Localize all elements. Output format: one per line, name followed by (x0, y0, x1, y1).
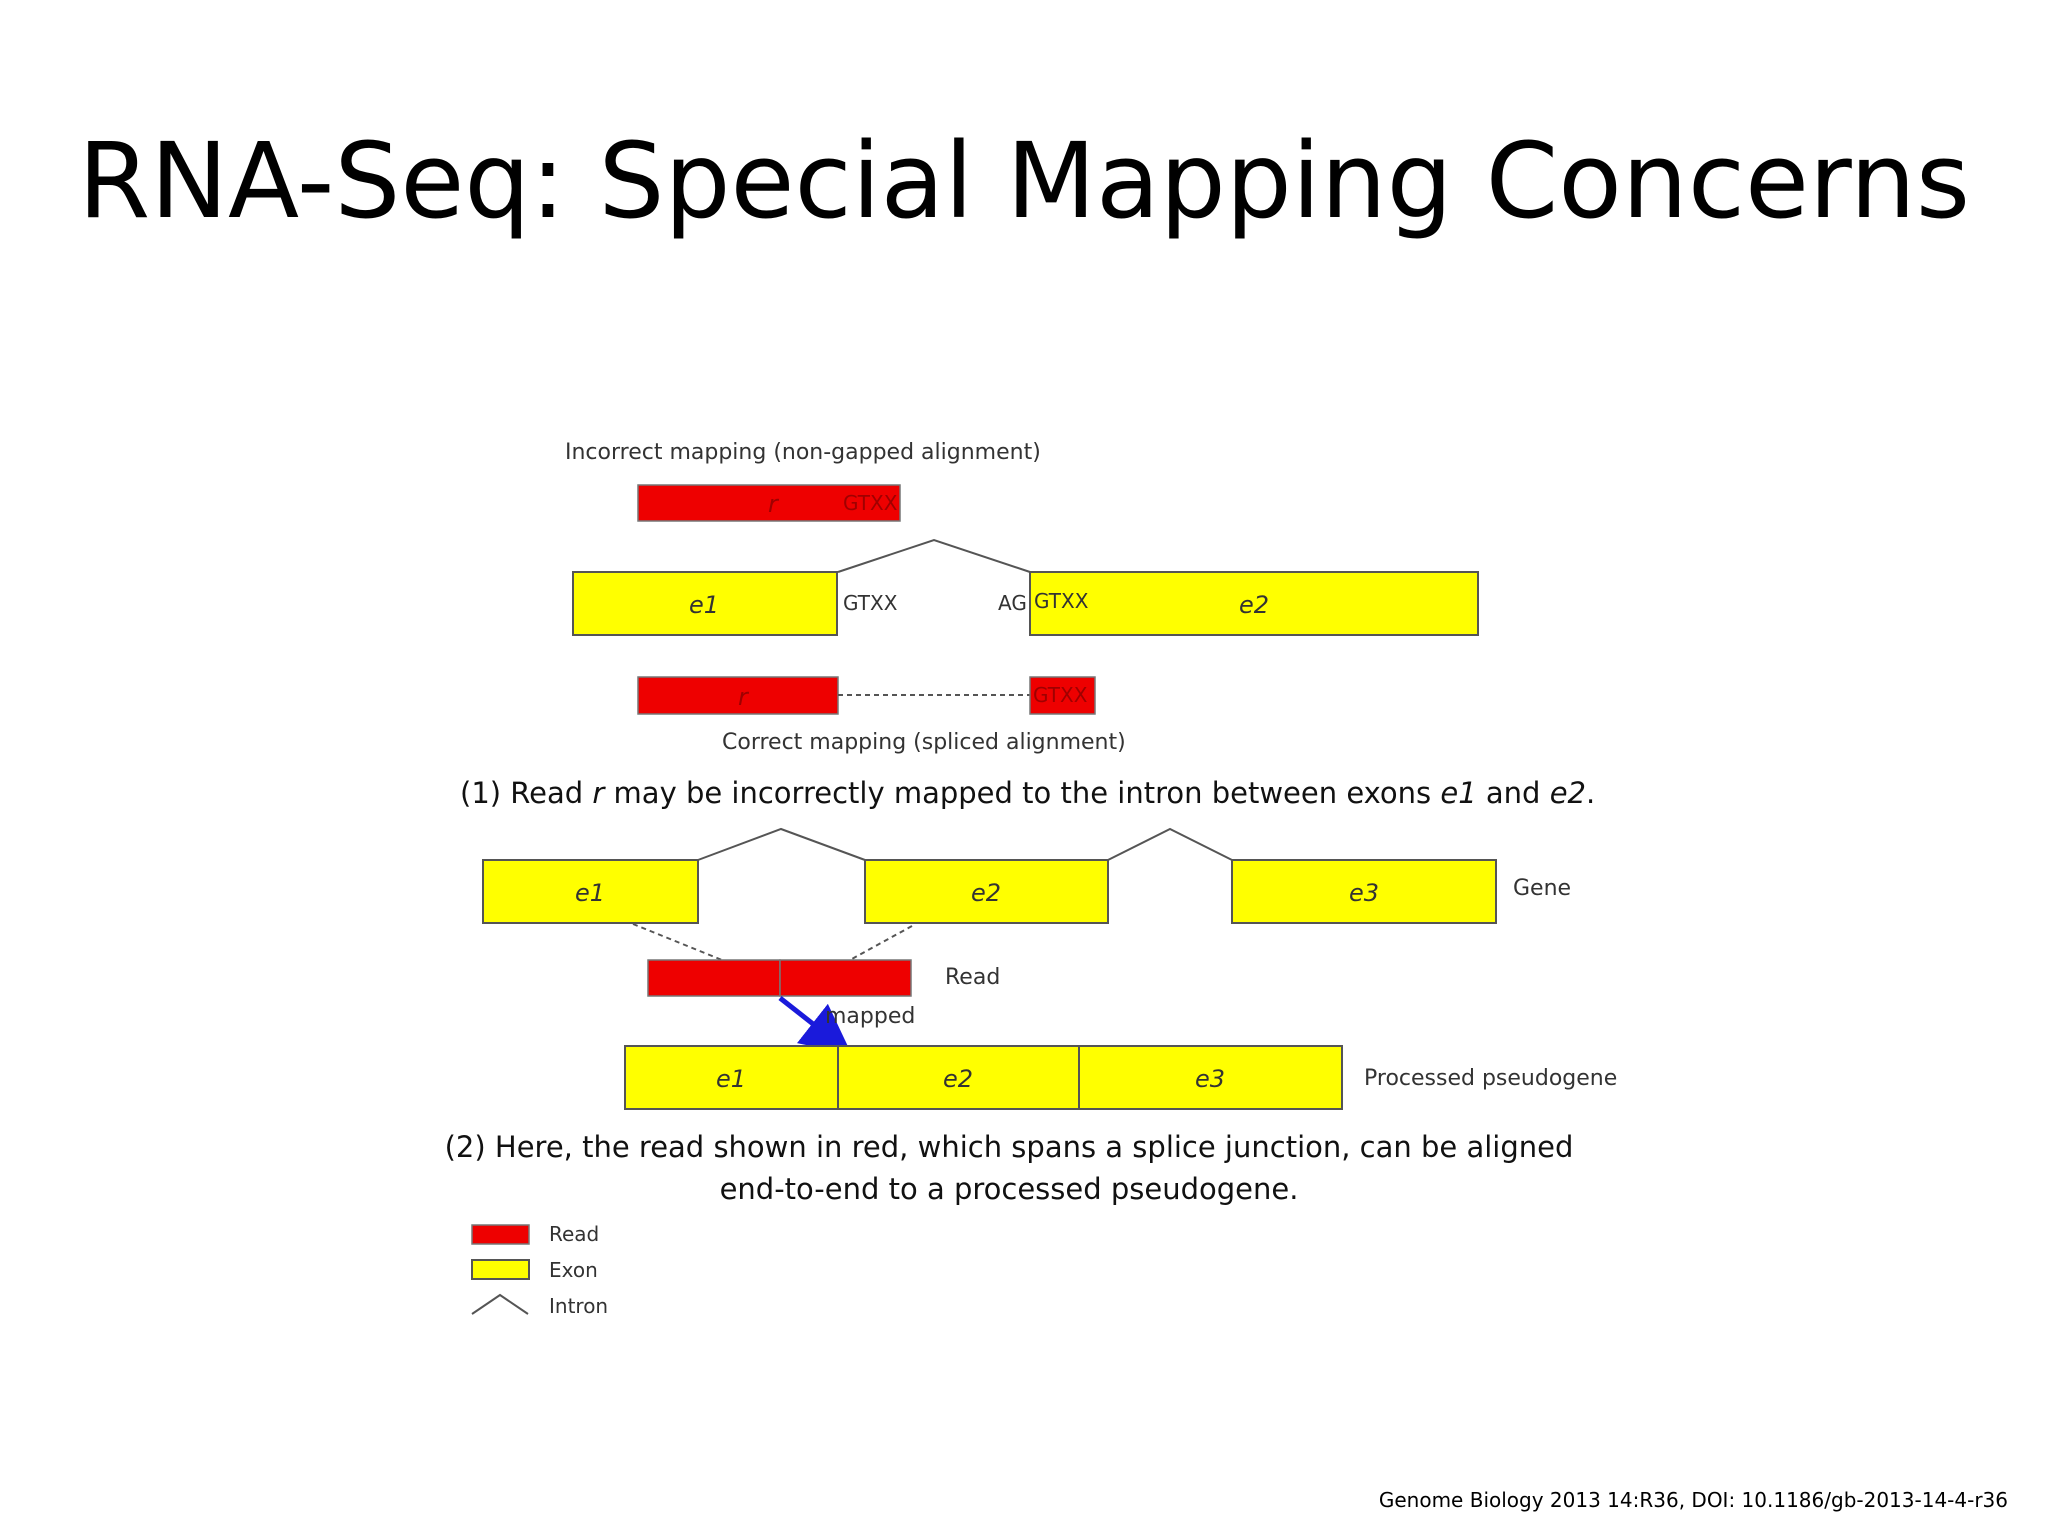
correct-read-part1 (637, 676, 839, 715)
legend-intron-icon (471, 1293, 529, 1315)
spliced-read-part1 (647, 959, 781, 997)
acceptor-ag-label: AG (998, 591, 1027, 615)
gene-label: Gene (1513, 876, 1571, 901)
read-link-right (849, 925, 913, 961)
exon-e1-label-fig1: e1 (689, 591, 719, 619)
donor-gtxx-label: GTXX (843, 591, 898, 615)
pseudogene-exon-e2-label: e2 (943, 1065, 973, 1093)
exon-e2-fig1 (1029, 571, 1479, 636)
caption-2-line1: (2) Here, the read shown in red, which s… (445, 1130, 1574, 1164)
exon-e2-label-fig1: e2 (1239, 591, 1269, 619)
read-label: Read (945, 965, 1000, 990)
caption-1: (1) Read r may be incorrectly mapped to … (460, 776, 1595, 810)
legend-read-swatch (471, 1224, 530, 1245)
intron-caret-2 (697, 827, 866, 861)
incorrect-mapping-label: Incorrect mapping (non-gapped alignment) (565, 440, 1041, 465)
incorrect-read-gtxx: GTXX (843, 491, 898, 515)
citation: Genome Biology 2013 14:R36, DOI: 10.1186… (1378, 1488, 2008, 1512)
legend-exon-swatch (471, 1259, 530, 1280)
correct-mapping-label: Correct mapping (spliced alignment) (722, 730, 1126, 755)
exon-e2-gtxx-label: GTXX (1034, 589, 1089, 613)
legend-intron-label: Intron (549, 1294, 608, 1318)
exon-e1-fig1 (572, 571, 838, 636)
gene-exon-e1-label: e1 (575, 879, 605, 907)
pseudogene-exon-e3-label: e3 (1195, 1065, 1225, 1093)
gene-exon-e3-label: e3 (1349, 879, 1379, 907)
mapped-label: mapped (825, 1004, 915, 1029)
gene-exon-e3 (1231, 859, 1497, 924)
spliced-read-part2 (779, 959, 912, 997)
correct-read-part2 (1029, 676, 1096, 715)
read-link-left (632, 923, 723, 961)
pseudogene-label: Processed pseudogene (1364, 1066, 1617, 1091)
gene-exon-e2-label: e2 (971, 879, 1001, 907)
pseudogene-exon-e2 (837, 1045, 1080, 1110)
caption-2-line2: end-to-end to a processed pseudogene. (720, 1172, 1299, 1206)
gene-exon-e1 (482, 859, 699, 924)
slide-title: RNA-Seq: Special Mapping Concerns (77, 120, 1971, 242)
legend-exon-label: Exon (549, 1258, 598, 1282)
gene-exon-e2 (864, 859, 1109, 924)
pseudogene-exon-e1-label: e1 (716, 1065, 746, 1093)
intron-caret-3 (1107, 827, 1233, 861)
mapped-arrow (778, 996, 852, 1055)
legend-read-label: Read (549, 1222, 599, 1246)
pseudogene-exon-e3 (1078, 1045, 1343, 1110)
correct-read-label: r (738, 683, 750, 711)
correct-read-gtxx: GTXX (1033, 683, 1088, 707)
intron-caret-1 (837, 538, 1031, 573)
incorrect-read-label: r (768, 490, 780, 518)
incorrect-read-box (637, 484, 901, 522)
